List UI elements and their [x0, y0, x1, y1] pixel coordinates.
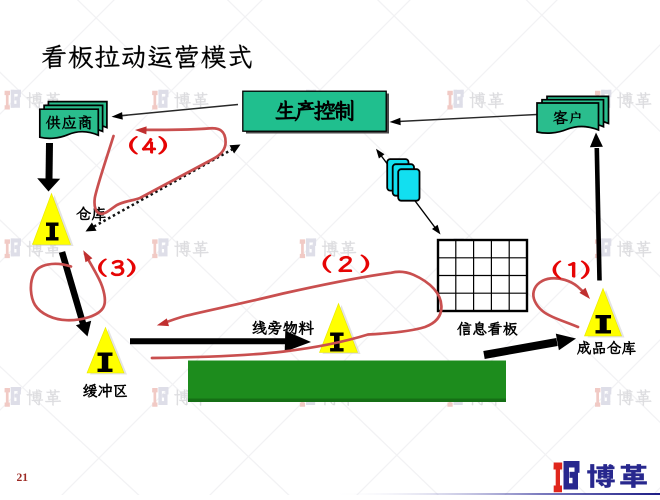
svg-text:21: 21 — [17, 472, 29, 484]
